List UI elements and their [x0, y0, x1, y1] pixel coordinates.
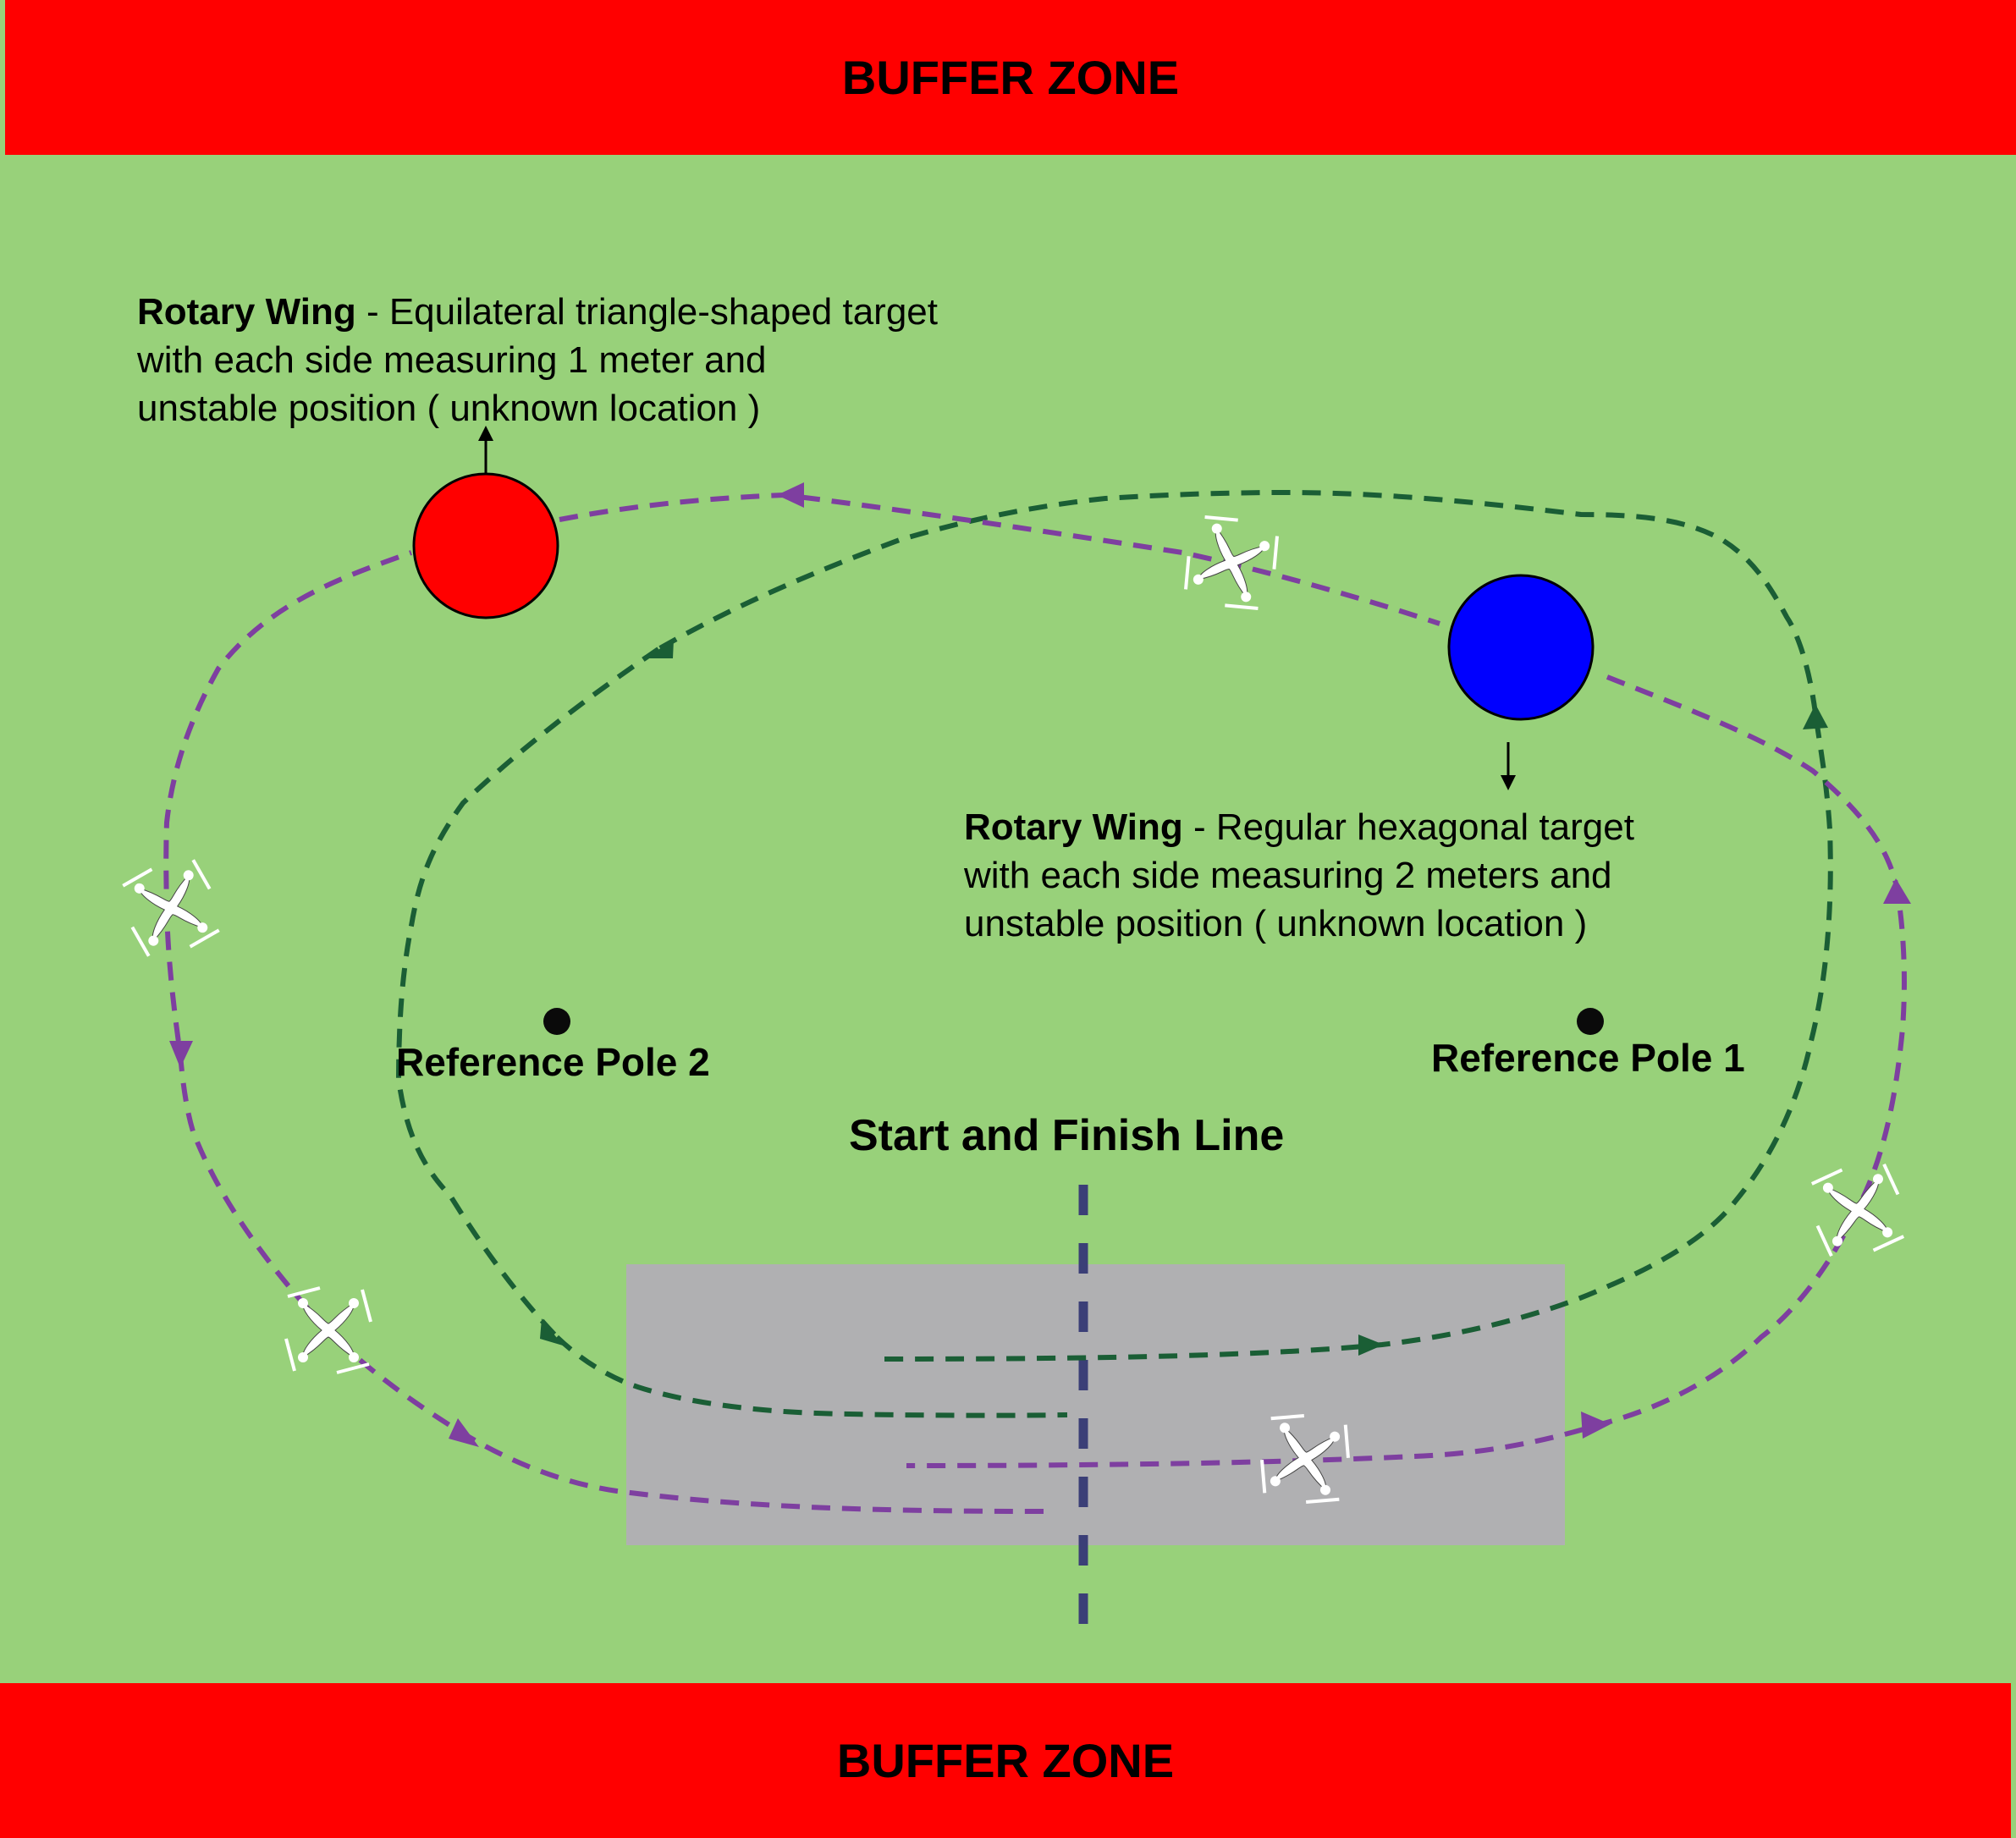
red-target-circle [412, 472, 559, 619]
red-target-description-line3: unstable position ( unknown location ) [137, 388, 761, 429]
purple-arrowhead [449, 1418, 479, 1447]
purple-arrowhead [169, 1041, 193, 1068]
green-arrowhead [645, 640, 674, 658]
purple-path-segment [559, 492, 1440, 626]
buffer-zone-top: BUFFER ZONE [5, 0, 2016, 155]
buffer-zone-bottom-label: BUFFER ZONE [836, 1734, 1175, 1787]
runway-area [626, 1264, 1565, 1545]
purple-arrowhead [777, 482, 804, 508]
red-target-description-line1: Rotary Wing - Equilateral triangle-shape… [137, 288, 938, 336]
blue-target-description-line2: with each side measuring 2 meters and [964, 855, 1612, 896]
green-arrowhead [540, 1318, 563, 1345]
green-arrowhead [1803, 704, 1828, 729]
purple-arrowhead [1581, 1412, 1611, 1439]
reference-pole-2-marker [543, 1008, 570, 1035]
reference-pole-1-label: Reference Pole 1 [1431, 1036, 1745, 1080]
red-target-line1-rest: - Equilateral triangle-shaped target [355, 291, 939, 333]
blue-target-description-line1: Rotary Wing - Regular hexagonal target [964, 803, 1634, 851]
blue-target-description: Rotary Wing - Regular hexagonal target w… [964, 803, 1634, 948]
green-path-segment [657, 489, 1818, 714]
purple-path-segment [163, 550, 1044, 1514]
blue-target-line1-rest: - Regular hexagonal target [1182, 806, 1634, 848]
red-target-description-line2: with each side measuring 1 meter and [137, 339, 767, 381]
purple-flight-path [163, 492, 1907, 1514]
drone-icon [1175, 506, 1288, 619]
buffer-zone-bottom: BUFFER ZONE [0, 1683, 2011, 1838]
reference-pole-1-marker [1577, 1008, 1604, 1035]
start-finish-label: Start and Finish Line [849, 1111, 1285, 1160]
purple-path-segment [906, 674, 1907, 1468]
blue-target-description-line3: unstable position ( unknown location ) [964, 903, 1588, 944]
green-path-segment [395, 647, 660, 1340]
green-path-segment [884, 713, 1833, 1362]
drone-icon [117, 854, 225, 962]
drone-icon [284, 1286, 372, 1374]
purple-arrowhead [1883, 878, 1911, 904]
red-target-description: Rotary Wing - Equilateral triangle-shape… [137, 288, 938, 432]
buffer-zone-top-label: BUFFER ZONE [841, 51, 1180, 104]
drone-icon [1807, 1159, 1909, 1261]
green-path-segment [554, 1334, 1068, 1418]
red-target-title: Rotary Wing [137, 291, 356, 333]
green-arrowhead [1358, 1334, 1384, 1356]
blue-target-circle [1447, 574, 1595, 721]
blue-target-title: Rotary Wing [964, 806, 1183, 848]
green-flight-path [395, 489, 1833, 1418]
reference-pole-2-label: Reference Pole 2 [396, 1040, 710, 1084]
